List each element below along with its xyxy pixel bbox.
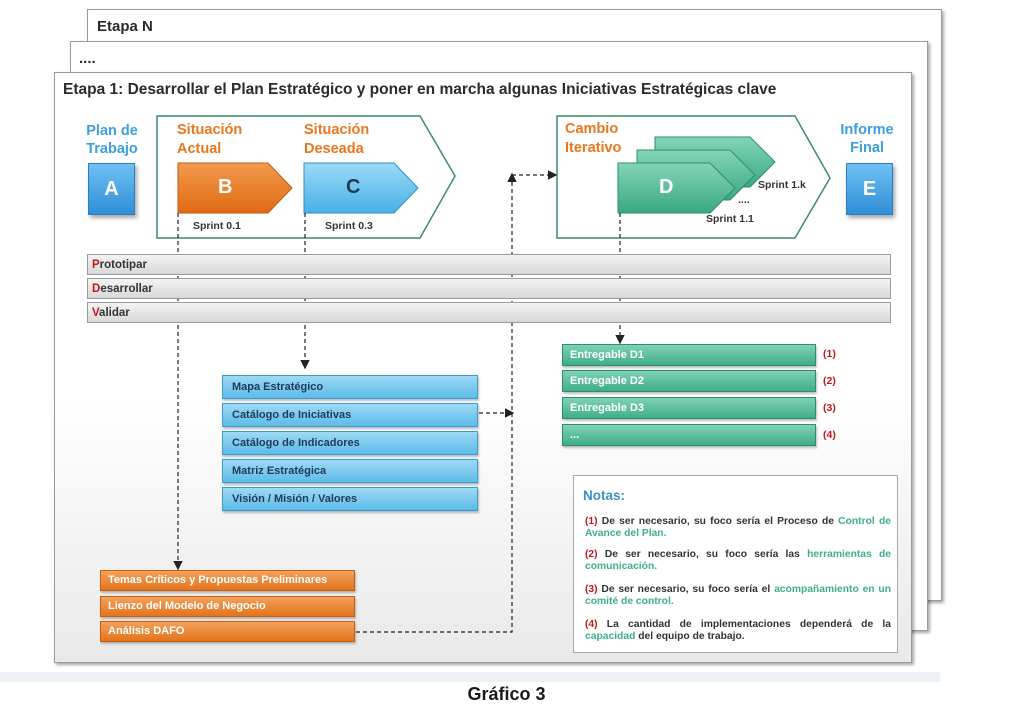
blue-item-iniciativas: Catálogo de Iniciativas — [222, 403, 478, 427]
label-informe-line1: Informe — [840, 122, 894, 138]
green-num-1: (1) — [823, 348, 836, 360]
orange-item-dafo: Análisis DAFO — [100, 621, 355, 642]
main-title: Etapa 1: Desarrollar el Plan Estratégico… — [63, 81, 777, 98]
label-deseada-line1: Situación — [304, 122, 370, 138]
orange-item-temas: Temas Críticos y Propuestas Preliminares — [100, 570, 355, 591]
sprint-0-1: Sprint 0.1 — [193, 220, 241, 232]
notes-title: Notas: — [583, 488, 626, 503]
label-actual-line1: Situación — [177, 122, 243, 138]
note-4-highlight: capacidad — [585, 631, 636, 642]
note-4: (4) La cantidad de implementaciones depe… — [585, 619, 891, 643]
bar-prototipar-rest: rototipar — [99, 259, 147, 271]
letter-d: D — [659, 176, 674, 198]
green-num-2: (2) — [823, 375, 836, 387]
sheet-ellipsis-title: .... — [79, 50, 96, 67]
label-informe-line2: Final — [850, 140, 884, 156]
blue-item-indicadores: Catálogo de Indicadores — [222, 431, 478, 455]
label-deseada-line2: Deseada — [304, 141, 364, 157]
label-cambio-iterativo: Cambio Iterativo — [565, 120, 621, 158]
blue-item-matriz: Matriz Estratégica — [222, 459, 478, 483]
arrow-d-front — [617, 162, 736, 214]
note-3: (3) De ser necesario, su foco sería el a… — [585, 584, 891, 608]
note-2-num: (2) — [585, 549, 598, 560]
note-2: (2) De ser necesario, su foco sería las … — [585, 549, 891, 573]
bar-desarrollar: Desarrollar — [87, 278, 891, 299]
green-item-more: ... — [562, 424, 816, 446]
bar-desarrollar-initial: D — [92, 283, 101, 295]
bar-prototipar-initial: P — [92, 259, 100, 271]
figure-caption: Gráfico 3 — [467, 684, 546, 704]
sprint-1-k: Sprint 1.k — [758, 179, 806, 191]
sheet-etapa-n-title: Etapa N — [97, 18, 153, 35]
blue-item-vision: Visión / Misión / Valores — [222, 487, 478, 511]
green-num-3: (3) — [823, 402, 836, 414]
note-3-highlight: acompañamiento en un comité de control. — [585, 584, 891, 607]
notes-panel: Notas: (1) De ser necesario, su foco ser… — [573, 475, 898, 653]
note-2-highlight: herramientas de comunicación. — [585, 549, 891, 572]
label-plan-line2: Trabajo — [86, 141, 138, 157]
green-item-d2: Entregable D2 — [562, 370, 816, 392]
note-3-num: (3) — [585, 584, 598, 595]
tile-e: E — [846, 163, 893, 215]
green-item-d3: Entregable D3 — [562, 397, 816, 419]
note-1-num: (1) — [585, 516, 598, 527]
label-situacion-deseada: Situación Deseada — [304, 121, 369, 159]
caption-band — [0, 672, 940, 682]
green-num-4: (4) — [823, 429, 836, 441]
label-plan-line1: Plan de — [86, 123, 138, 139]
orange-item-lienzo: Lienzo del Modelo de Negocio — [100, 596, 355, 617]
arrow-b — [177, 162, 293, 214]
note-2-text: De ser necesario, su foco sería las — [597, 549, 808, 560]
tile-a: A — [88, 163, 135, 215]
letter-b: B — [218, 176, 233, 198]
label-plan-de-trabajo: Plan de Trabajo — [80, 122, 144, 158]
label-cambio-line2: Iterativo — [565, 140, 622, 156]
sprint-0-3: Sprint 0.3 — [325, 220, 373, 232]
arrow-c — [303, 162, 419, 214]
sprint-1-1: Sprint 1.1 — [706, 213, 754, 225]
bar-validar-rest: alidar — [99, 307, 130, 319]
label-informe-final: Informe Final — [832, 121, 902, 157]
note-4-num: (4) — [585, 619, 598, 630]
label-actual-line2: Actual — [177, 141, 222, 157]
bar-desarrollar-rest: esarrollar — [100, 283, 153, 295]
note-1-text: De ser necesario, su foco sería el Proce… — [597, 516, 839, 527]
note-1-highlight: Control de Avance del Plan. — [585, 516, 891, 539]
note-4-tail: del equipo de trabajo. — [635, 631, 745, 642]
note-3-text: De ser necesario, su foco sería el — [597, 584, 775, 595]
label-cambio-line1: Cambio — [565, 121, 619, 137]
note-1: (1) De ser necesario, su foco sería el P… — [585, 516, 891, 540]
sprint-ellipsis: .... — [738, 194, 750, 206]
blue-item-mapa: Mapa Estratégico — [222, 375, 478, 399]
connector-orange-to-d — [356, 172, 517, 633]
bar-validar: Validar — [87, 302, 891, 323]
label-situacion-actual: Situación Actual — [177, 121, 242, 159]
letter-c: C — [346, 176, 361, 198]
bar-validar-initial: V — [92, 307, 100, 319]
bar-prototipar: Prototipar — [87, 254, 891, 275]
note-4-text: La cantidad de implementaciones depender… — [597, 619, 891, 630]
green-item-d1: Entregable D1 — [562, 344, 816, 366]
